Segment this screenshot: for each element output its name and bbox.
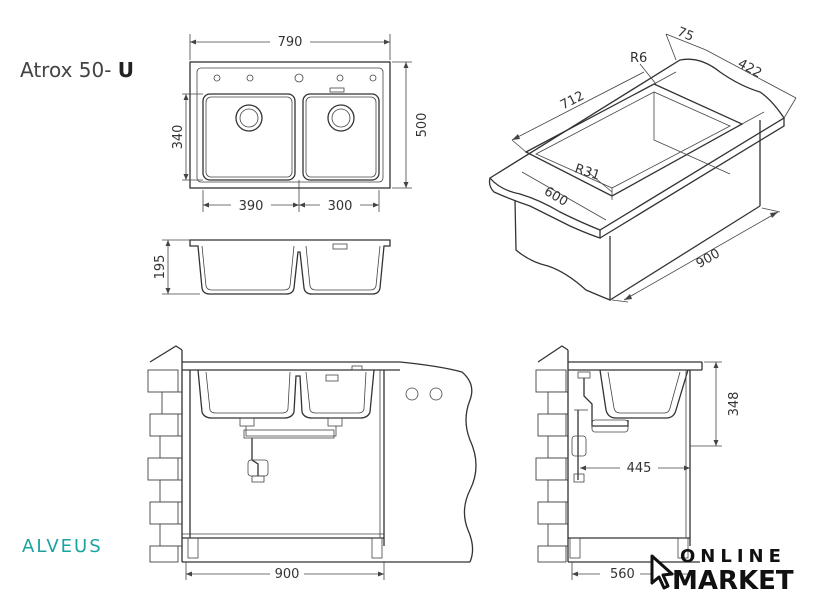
dim-790-label: 790 [278, 35, 303, 50]
dim-500-label: 500 [415, 113, 430, 138]
dim-900-front-label: 900 [275, 567, 300, 582]
side-leg-left [569, 537, 581, 559]
right-bowl-top [302, 93, 380, 181]
dim-r6-label: R6 [630, 51, 647, 66]
dim-340-label: 340 [171, 125, 186, 150]
dim-900-iso-label: 900 [694, 246, 723, 271]
front-leg-right [371, 537, 383, 559]
store-line-1: ONLINE [680, 546, 786, 567]
product-title: Atrox 50- U [20, 58, 134, 82]
dim-r31-label: R31 [573, 162, 602, 184]
front-countertop [182, 361, 477, 563]
dim-445-label: 445 [627, 461, 652, 476]
overflow-slot [329, 87, 345, 93]
front-siphon [239, 417, 343, 483]
front-leg-left [187, 537, 199, 559]
dim-600-label: 600 [541, 184, 570, 209]
front-installation-view: 900 [147, 345, 477, 582]
knob-2 [429, 387, 443, 401]
product-model-suffix: U [117, 58, 135, 82]
side-siphon [571, 371, 629, 483]
dim-390-label: 390 [239, 199, 264, 214]
front-sink-bowls [197, 369, 375, 419]
side-sink-profile [599, 369, 689, 419]
dim-75-label: 75 [675, 25, 696, 45]
isometric-view: 75 422 R6 712 R31 600 900 [488, 25, 797, 303]
tap-hole-1 [213, 74, 221, 82]
top-view: 790 340 500 [171, 33, 430, 214]
side-leg-right [677, 537, 689, 559]
iso-cabinet-side [514, 199, 611, 301]
dim-348-label: 348 [727, 392, 742, 417]
iso-countertop [489, 58, 785, 231]
dim-422-label: 422 [735, 56, 764, 81]
tap-hole-5 [369, 74, 377, 82]
dim-712-label: 712 [558, 89, 587, 114]
dim-300-label: 300 [328, 199, 353, 214]
sink-section-outline [189, 239, 391, 295]
dim-195-label: 195 [153, 255, 168, 280]
knob-1 [405, 387, 419, 401]
right-drain [327, 104, 355, 132]
section-view: 195 [153, 239, 391, 295]
brand-logo: ALVEUS [22, 536, 103, 557]
brick-wall-right [535, 345, 569, 563]
product-model: Atrox 50- [20, 58, 112, 82]
tap-hole-4 [336, 74, 344, 82]
tap-hole-3 [294, 73, 304, 83]
store-line-2: MARKET [672, 566, 794, 596]
dim-560-label: 560 [610, 567, 635, 582]
left-bowl-top [202, 93, 296, 181]
cursor-icon [650, 554, 674, 590]
sink-outline-top [189, 61, 391, 189]
left-drain [235, 104, 263, 132]
brick-wall-left [147, 345, 183, 563]
tap-hole-2 [246, 74, 254, 82]
side-installation-view: 348 445 560 [535, 345, 742, 582]
store-logo: ONLINE MARKET [648, 546, 808, 598]
